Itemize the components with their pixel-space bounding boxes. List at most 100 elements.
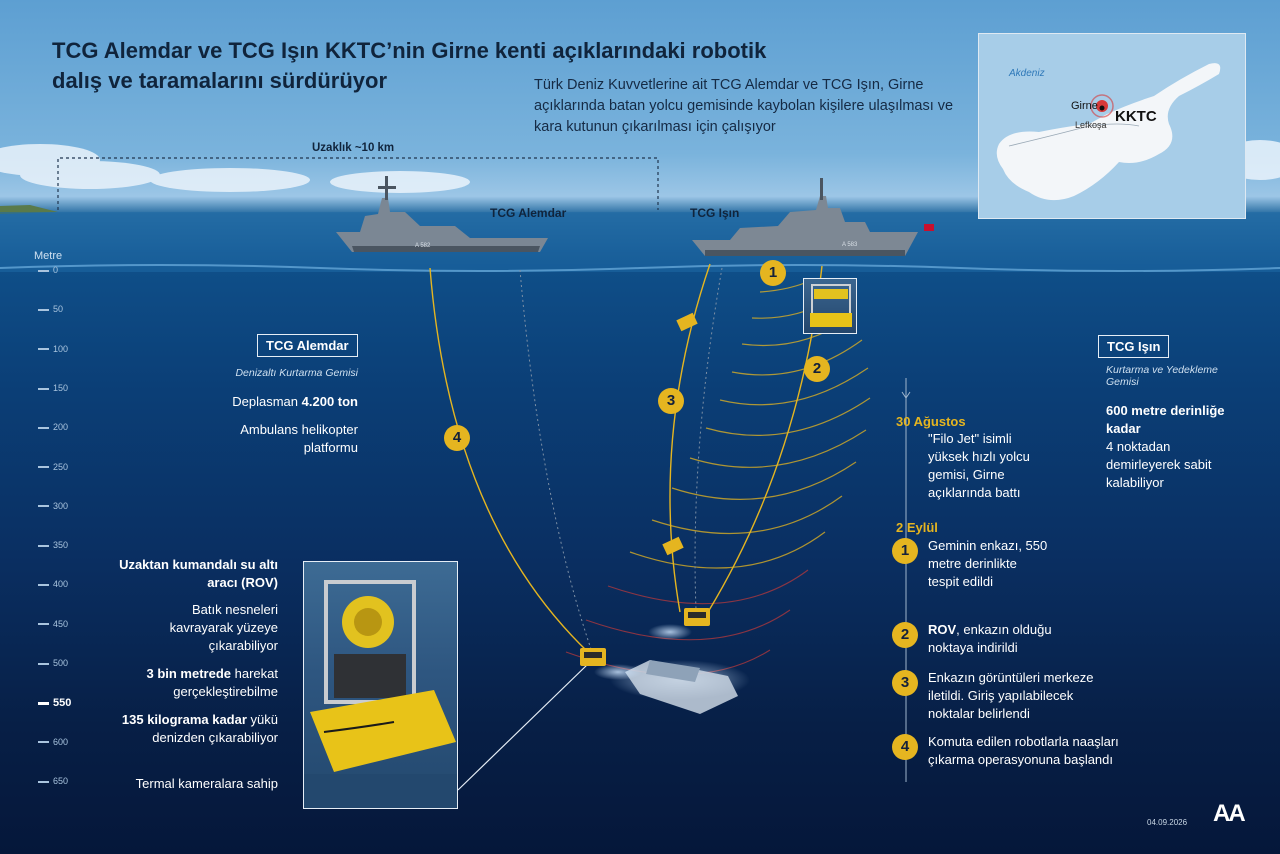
timeline-step-body: Komuta edilen robotlarla naaşları çıkarm… [928, 734, 1119, 767]
ship-label-isin: TCG Işın [690, 206, 740, 220]
rov-at-wreck-left [580, 648, 606, 666]
timeline-date-1: 30 Ağustos [896, 414, 966, 429]
cyprus-island [996, 63, 1221, 201]
depth-tick-label: 500 [53, 658, 69, 668]
publish-date: 04.09.2026 [1147, 818, 1188, 827]
depth-tick-mark [38, 505, 49, 508]
depth-tick: 0 [38, 265, 58, 275]
hull-number-alemdar: A 582 [415, 243, 431, 249]
depth-tick: 50 [38, 304, 63, 314]
wreck-ship [610, 660, 750, 714]
rov-feature-3: 135 kilograma kadar yükü denizden çıkara… [118, 711, 278, 747]
page-title: TCG Alemdar ve TCG Işın KKTC’nin Girne k… [52, 38, 767, 93]
rov-feature-3-rest: yükü denizden çıkarabiliyor [152, 712, 278, 746]
distance-label: Uzaklık ~10 km [312, 142, 395, 154]
depth-tick: 450 [38, 619, 68, 629]
depth-tick: 200 [38, 422, 68, 432]
map-capital-label: Lefkoşa [1075, 120, 1107, 130]
depth-tick-label: 100 [53, 343, 69, 354]
isin-name-box: TCG Işın [1098, 335, 1170, 358]
rov-small-illustration [810, 284, 852, 327]
depth-tick-mark [38, 387, 49, 390]
displacement-prefix: Deplasman [232, 394, 302, 409]
displacement-value: 4.200 ton [301, 394, 358, 409]
isin-depth-strong: 600 metre derinliğe kadar [1106, 403, 1225, 437]
depth-tick-label: 400 [53, 579, 69, 590]
subtitle: Türk Deniz Kuvvetlerine ait TCG Alemdar … [534, 77, 954, 136]
hull-number-isin: A 583 [842, 242, 858, 248]
timeline-step-badge: 1 [892, 538, 918, 564]
land-strip [0, 205, 58, 214]
depth-tick: 500 [38, 658, 68, 668]
timeline-step-body: Enkazın görüntüleri merkeze iletildi. Gi… [928, 670, 1094, 721]
depth-tick: 300 [38, 501, 68, 511]
alemdar-displacement: Deplasman 4.200 ton [170, 393, 358, 411]
timeline-step-text: Enkazın görüntüleri merkeze iletildi. Gi… [928, 669, 1118, 723]
timeline-date-2: 2 Eylül [896, 520, 938, 535]
depth-tick-mark [38, 701, 49, 705]
timeline-step-body: , enkazın olduğu noktaya indirildi [928, 622, 1052, 655]
diagram-badge-3: 3 [658, 388, 684, 414]
depth-tick-label: 250 [53, 461, 69, 472]
rov-illustration [304, 580, 457, 808]
camera-marker-lower [662, 536, 684, 556]
depth-tick: 250 [38, 462, 68, 472]
timeline-event-0: "Filo Jet" isimli yüksek hızlı yolcu gem… [928, 431, 1030, 500]
depth-tick-mark [38, 348, 49, 351]
rov-feature-1: Batık nesneleri kavrayarak yüzeye çıkara… [169, 602, 278, 654]
depth-tick-mark [38, 269, 49, 272]
timeline-step-text: Komuta edilen robotlarla naaşları çıkarm… [928, 733, 1158, 769]
depth-tick: 150 [38, 383, 68, 393]
depth-tick-label: 0 [53, 265, 59, 275]
depth-tick-mark [38, 623, 49, 626]
timeline-step-body: Geminin enkazı, 550 metre derinlikte tes… [928, 538, 1048, 589]
depth-tick-label: 600 [53, 736, 69, 747]
timeline-step-badge: 4 [892, 734, 918, 760]
depth-tick: 350 [38, 540, 68, 550]
depth-tick-label: 200 [53, 422, 69, 433]
depth-tick-label: 550 [53, 697, 72, 710]
ship-label-alemdar: TCG Alemdar [490, 206, 567, 220]
isin-depth-rest: 4 noktadan demirleyerek sabit kalabiliyo… [1106, 439, 1212, 491]
depth-tick-mark [38, 426, 49, 429]
depth-tick-label: 50 [53, 304, 64, 315]
rov-callout-line [457, 663, 589, 791]
alemdar-type: Denizaltı Kurtarma Gemisi [235, 367, 358, 379]
map-sea-label: Akdeniz [1009, 68, 1045, 79]
rov-feature-2: 3 bin metrede harekat gerçekleştirebilme [110, 665, 278, 701]
depth-tick-label: 450 [53, 618, 69, 629]
depth-tick-mark [38, 466, 49, 469]
depth-tick-mark [38, 544, 49, 547]
cyprus-map [996, 63, 1221, 201]
path-rov-up [669, 263, 711, 613]
isin-type: Kurtarma ve Yedekleme Gemisi [1106, 364, 1218, 388]
rov-feature-2-rest: harekat gerçekleştirebilme [173, 666, 278, 700]
tether-line-2 [694, 267, 723, 611]
depth-tick-label: 350 [53, 540, 69, 551]
depth-tick: 650 [38, 776, 68, 786]
diagram-badge-4: 4 [444, 425, 470, 451]
rov-feature-3-strong: 135 kilograma kadar [121, 712, 247, 727]
rov-feature-4: Termal kameralara sahip [135, 776, 278, 791]
timeline-step-strong: ROV [928, 622, 957, 637]
rov-feature-2-strong: 3 bin metrede [146, 666, 232, 681]
camera-marker-upper [676, 312, 698, 332]
sonar-waves-red [565, 569, 809, 676]
alemdar-name-box: TCG Alemdar [257, 334, 358, 357]
depth-tick-label: 300 [53, 500, 69, 511]
depth-tick-mark [38, 584, 49, 587]
map-region-label: KKTC [1115, 108, 1157, 125]
timeline-step-badge: 3 [892, 670, 918, 696]
timeline-step-text: ROV, enkazın olduğu noktaya indirildi [928, 621, 1078, 657]
depth-tick-mark [38, 308, 49, 311]
depth-tick: 400 [38, 579, 68, 589]
alemdar-feature: Ambulans helikopter platformu [240, 422, 358, 456]
depth-tick: 550 [38, 697, 71, 709]
depth-tick: 100 [38, 344, 68, 354]
depth-tick-mark [38, 741, 49, 744]
rov-title: Uzaktan kumandalı su altı aracı (ROV) [119, 557, 278, 590]
rov-small-photo [803, 278, 857, 334]
depth-tick: 600 [38, 737, 68, 747]
rov-photo [303, 561, 458, 809]
depth-unit-label: Metre [34, 250, 63, 262]
